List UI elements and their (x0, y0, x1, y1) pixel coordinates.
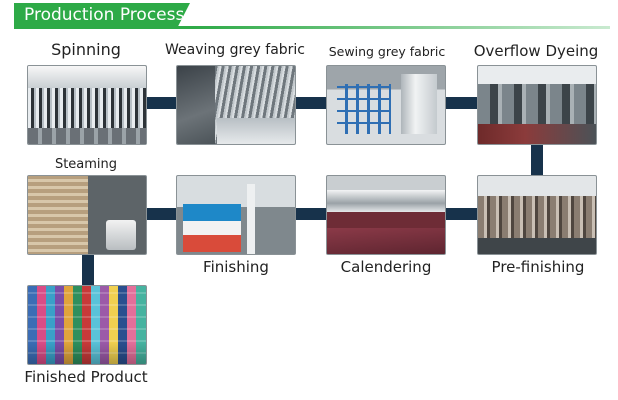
weaving-photo (176, 65, 296, 145)
pre-finishing-photo (477, 175, 597, 255)
connector-weaving-sewing (294, 97, 327, 109)
connector-overflow-prefinishing (531, 140, 543, 180)
sewing-photo (326, 65, 446, 145)
steaming-photo (27, 175, 147, 255)
section-title-banner: Production Process (14, 3, 190, 27)
step-label-steaming: Steaming (54, 157, 118, 172)
step-label-spinning: Spinning (51, 40, 121, 59)
connector-calendering-finishing (294, 208, 327, 220)
connector-steaming-finished (82, 252, 94, 288)
step-label-pre-finishing: Pre-finishing (491, 258, 585, 276)
step-label-finishing: Finishing (203, 258, 269, 276)
connector-spinning-weaving (146, 97, 176, 109)
connector-prefinishing-calendering (443, 208, 477, 220)
connector-finishing-steaming (146, 208, 176, 220)
step-label-sewing: Sewing grey fabric (328, 44, 446, 59)
section-title: Production Process (24, 5, 185, 25)
step-label-calendering: Calendering (340, 258, 432, 276)
finishing-photo (176, 175, 296, 255)
connector-sewing-overflow (443, 97, 477, 109)
finished-product-photo (27, 285, 147, 365)
calendering-photo (326, 175, 446, 255)
step-label-overflow-dyeing: Overflow Dyeing (473, 42, 599, 60)
overflow-dyeing-photo (477, 65, 597, 145)
title-underline (14, 26, 610, 29)
step-label-finished-product: Finished Product (24, 368, 148, 386)
step-label-weaving: Weaving grey fabric (164, 42, 306, 58)
spinning-photo (27, 65, 147, 145)
